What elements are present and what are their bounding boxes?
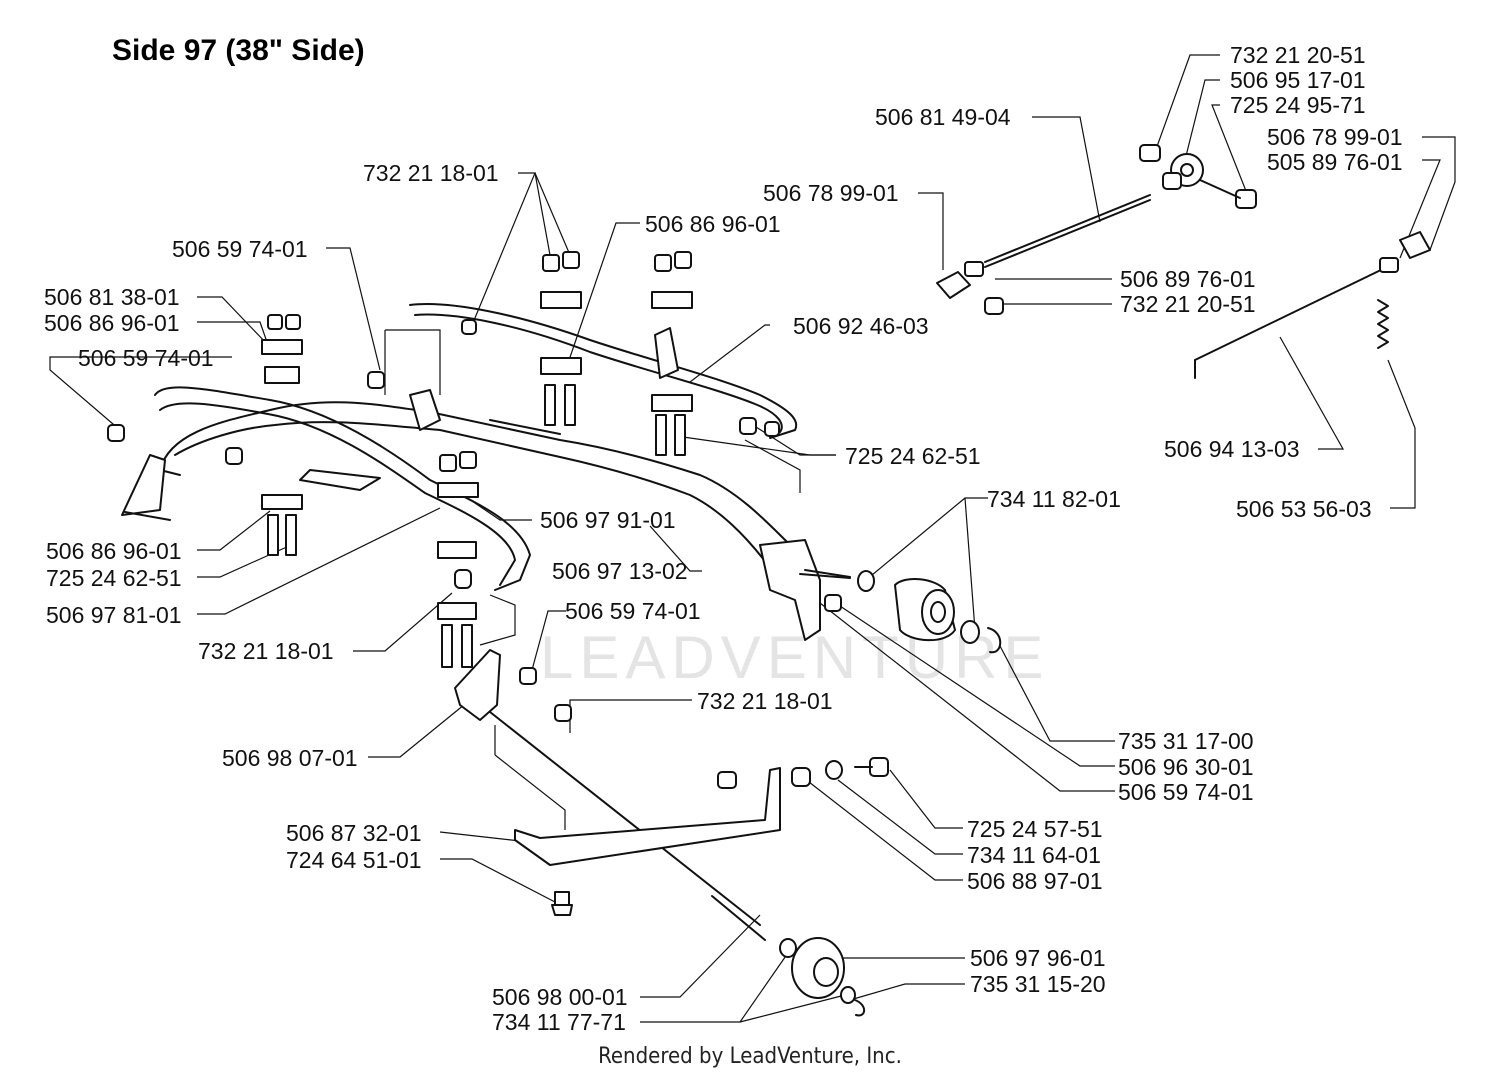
part-label: 506 94 13-03: [1164, 436, 1300, 462]
part-label: 506 86 96-01: [645, 211, 781, 237]
part-label: 725 24 57-51: [967, 816, 1103, 842]
main-frame: [121, 303, 851, 641]
lower-assembly: [454, 649, 889, 1017]
part-label: 506 98 00-01: [492, 984, 628, 1010]
cable-assembly: [936, 144, 1431, 379]
part-label: 506 97 81-01: [46, 602, 182, 628]
part-label: 734 11 82-01: [987, 486, 1121, 512]
part-label: 506 95 17-01: [1230, 67, 1366, 93]
part-label: 506 81 38-01: [44, 284, 180, 310]
part-label: 725 24 95-71: [1230, 92, 1366, 118]
part-label: 506 88 97-01: [967, 868, 1103, 894]
part-label: 732 21 18-01: [198, 638, 334, 664]
part-label: 734 11 64-01: [967, 842, 1101, 868]
part-label: 506 92 46-03: [793, 313, 929, 339]
part-label: 732 21 18-01: [697, 688, 833, 714]
part-label: 734 11 77-71: [492, 1009, 626, 1035]
leader-lines: [49, 54, 1456, 1023]
part-label: 506 59 74-01: [78, 345, 214, 371]
hardware: [107, 251, 842, 722]
part-label: 506 87 32-01: [286, 820, 422, 846]
part-label: 506 53 56-03: [1236, 496, 1372, 522]
part-label: 506 97 13-02: [552, 558, 688, 584]
part-label: 724 64 51-01: [286, 847, 422, 873]
part-label: 735 31 15-20: [970, 971, 1106, 997]
roller-wheel: [799, 570, 1002, 654]
part-label: 506 59 74-01: [172, 236, 308, 262]
part-label: 506 78 99-01: [763, 180, 899, 206]
part-label: 506 86 96-01: [46, 538, 182, 564]
part-label: 505 89 76-01: [1267, 149, 1403, 175]
part-label: 506 89 76-01: [1120, 266, 1256, 292]
part-label: 506 78 99-01: [1267, 124, 1403, 150]
part-label: 506 59 74-01: [1118, 779, 1254, 805]
watermark: LEADVENTURE: [540, 624, 1049, 691]
part-label: 506 86 96-01: [44, 310, 180, 336]
part-label: 506 81 49-04: [875, 104, 1011, 130]
part-label: 732 21 20-51: [1230, 42, 1366, 68]
part-labels: 732 21 20-51 506 95 17-01 725 24 95-71 5…: [44, 42, 1403, 1035]
footer-credit: Rendered by LeadVenture, Inc.: [598, 1044, 902, 1069]
title: Side 97 (38" Side): [112, 34, 365, 67]
part-label: 506 96 30-01: [1118, 754, 1254, 780]
part-label: 506 97 96-01: [970, 945, 1106, 971]
part-label: 732 21 18-01: [363, 160, 499, 186]
part-label: 732 21 20-51: [1120, 291, 1256, 317]
part-label: 506 98 07-01: [222, 745, 358, 771]
part-label: 725 24 62-51: [46, 565, 182, 591]
part-label: 725 24 62-51: [845, 443, 981, 469]
part-label: 506 97 91-01: [540, 507, 676, 533]
part-label: 506 59 74-01: [565, 598, 701, 624]
part-label: 735 31 17-00: [1118, 728, 1254, 754]
